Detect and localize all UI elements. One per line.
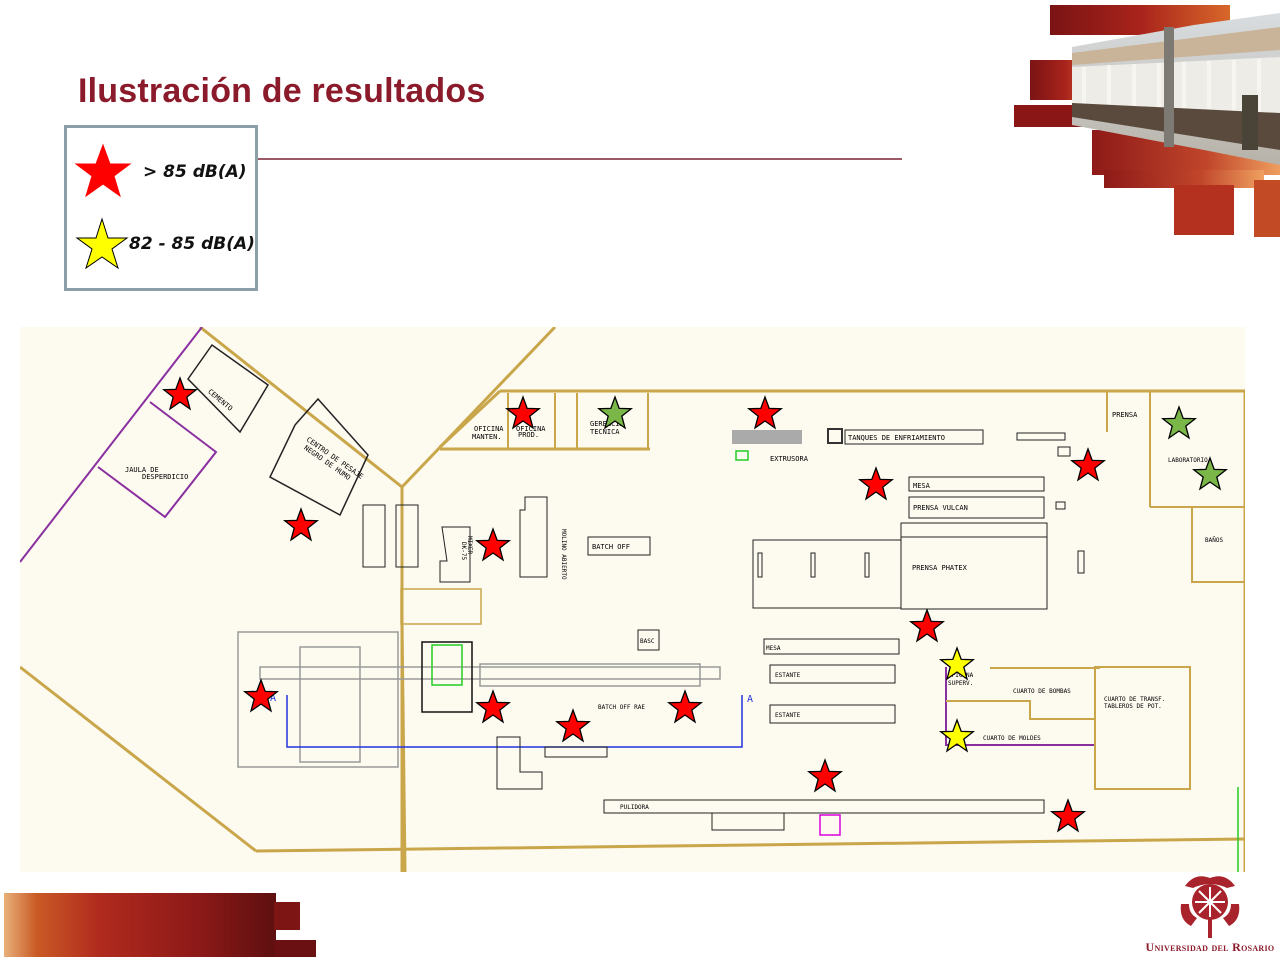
university-name: Universidad del Rosario bbox=[1145, 940, 1275, 954]
svg-text:MESA: MESA bbox=[913, 482, 931, 490]
svg-text:BAÑOS: BAÑOS bbox=[1205, 537, 1223, 544]
svg-text:PROD.: PROD. bbox=[518, 431, 539, 439]
svg-text:DESPERDICIO: DESPERDICIO bbox=[142, 473, 188, 481]
svg-text:MIXER: MIXER bbox=[466, 536, 473, 554]
svg-text:BASC: BASC bbox=[640, 638, 655, 645]
decorative-band bbox=[4, 890, 319, 960]
legend-label-red: > 85 dB(A) bbox=[143, 162, 247, 182]
svg-text:CUARTO DE TRANSF.: CUARTO DE TRANSF. bbox=[1104, 696, 1165, 703]
svg-text:PULIDORA: PULIDORA bbox=[620, 804, 649, 811]
legend-box: > 85 dB(A) 82 - 85 dB(A) bbox=[64, 125, 258, 291]
slide-title: Ilustración de resultados bbox=[78, 72, 486, 110]
svg-text:A: A bbox=[747, 694, 753, 705]
svg-text:MOLINO ABIERTO: MOLINO ABIERTO bbox=[560, 529, 567, 580]
svg-text:CUARTO DE MOLDES: CUARTO DE MOLDES bbox=[983, 735, 1041, 742]
svg-text:BATCH OFF RAE: BATCH OFF RAE bbox=[598, 704, 645, 711]
svg-text:OFICINA: OFICINA bbox=[516, 425, 546, 433]
university-crest-icon bbox=[1180, 876, 1240, 938]
svg-text:CUARTO DE BOMBAS: CUARTO DE BOMBAS bbox=[1013, 688, 1071, 695]
svg-text:OFICINA: OFICINA bbox=[474, 425, 504, 433]
svg-text:CEMENTO: CEMENTO bbox=[206, 388, 234, 413]
floor-plan: CEMENTO JAULA DE DESPERDICIO CENTRO DE P… bbox=[20, 327, 1245, 872]
svg-text:EXTRUSORA: EXTRUSORA bbox=[770, 455, 809, 463]
svg-text:MESA: MESA bbox=[766, 645, 781, 652]
svg-text:ESTANTE: ESTANTE bbox=[775, 672, 801, 679]
svg-text:TANQUES DE ENFRIAMIENTO: TANQUES DE ENFRIAMIENTO bbox=[848, 434, 945, 442]
svg-text:A: A bbox=[270, 693, 276, 704]
svg-text:PRENSA VULCAN: PRENSA VULCAN bbox=[913, 504, 968, 512]
floor-plan-drawing: CEMENTO JAULA DE DESPERDICIO CENTRO DE P… bbox=[20, 327, 1245, 872]
title-divider bbox=[256, 158, 902, 160]
svg-text:DK-75: DK-75 bbox=[460, 542, 467, 560]
university-logo: Universidad del Rosario bbox=[1140, 868, 1280, 960]
svg-text:TECNICA: TECNICA bbox=[590, 428, 620, 436]
svg-text:BATCH OFF: BATCH OFF bbox=[592, 543, 630, 551]
svg-text:LABORATORIO: LABORATORIO bbox=[1168, 457, 1208, 464]
legend-item-red: > 85 dB(A) bbox=[73, 142, 247, 202]
svg-text:TABLEROS DE POT.: TABLEROS DE POT. bbox=[1104, 703, 1162, 710]
svg-text:OFICINA: OFICINA bbox=[948, 672, 974, 679]
svg-text:PRENSA: PRENSA bbox=[1112, 411, 1138, 419]
yellow-star-icon bbox=[75, 217, 129, 270]
svg-text:PRENSA PHATEX: PRENSA PHATEX bbox=[912, 564, 968, 572]
svg-text:JAULA DE: JAULA DE bbox=[125, 466, 159, 474]
svg-text:ESTANTE: ESTANTE bbox=[775, 712, 801, 719]
legend-label-yellow: 82 - 85 dB(A) bbox=[129, 234, 255, 254]
legend-item-yellow: 82 - 85 dB(A) bbox=[75, 216, 255, 272]
red-star-icon bbox=[74, 143, 132, 198]
cloister-photo-decoration bbox=[1014, 5, 1280, 237]
svg-text:MANTEN.: MANTEN. bbox=[472, 433, 502, 441]
svg-text:SUPERV.: SUPERV. bbox=[948, 680, 973, 687]
